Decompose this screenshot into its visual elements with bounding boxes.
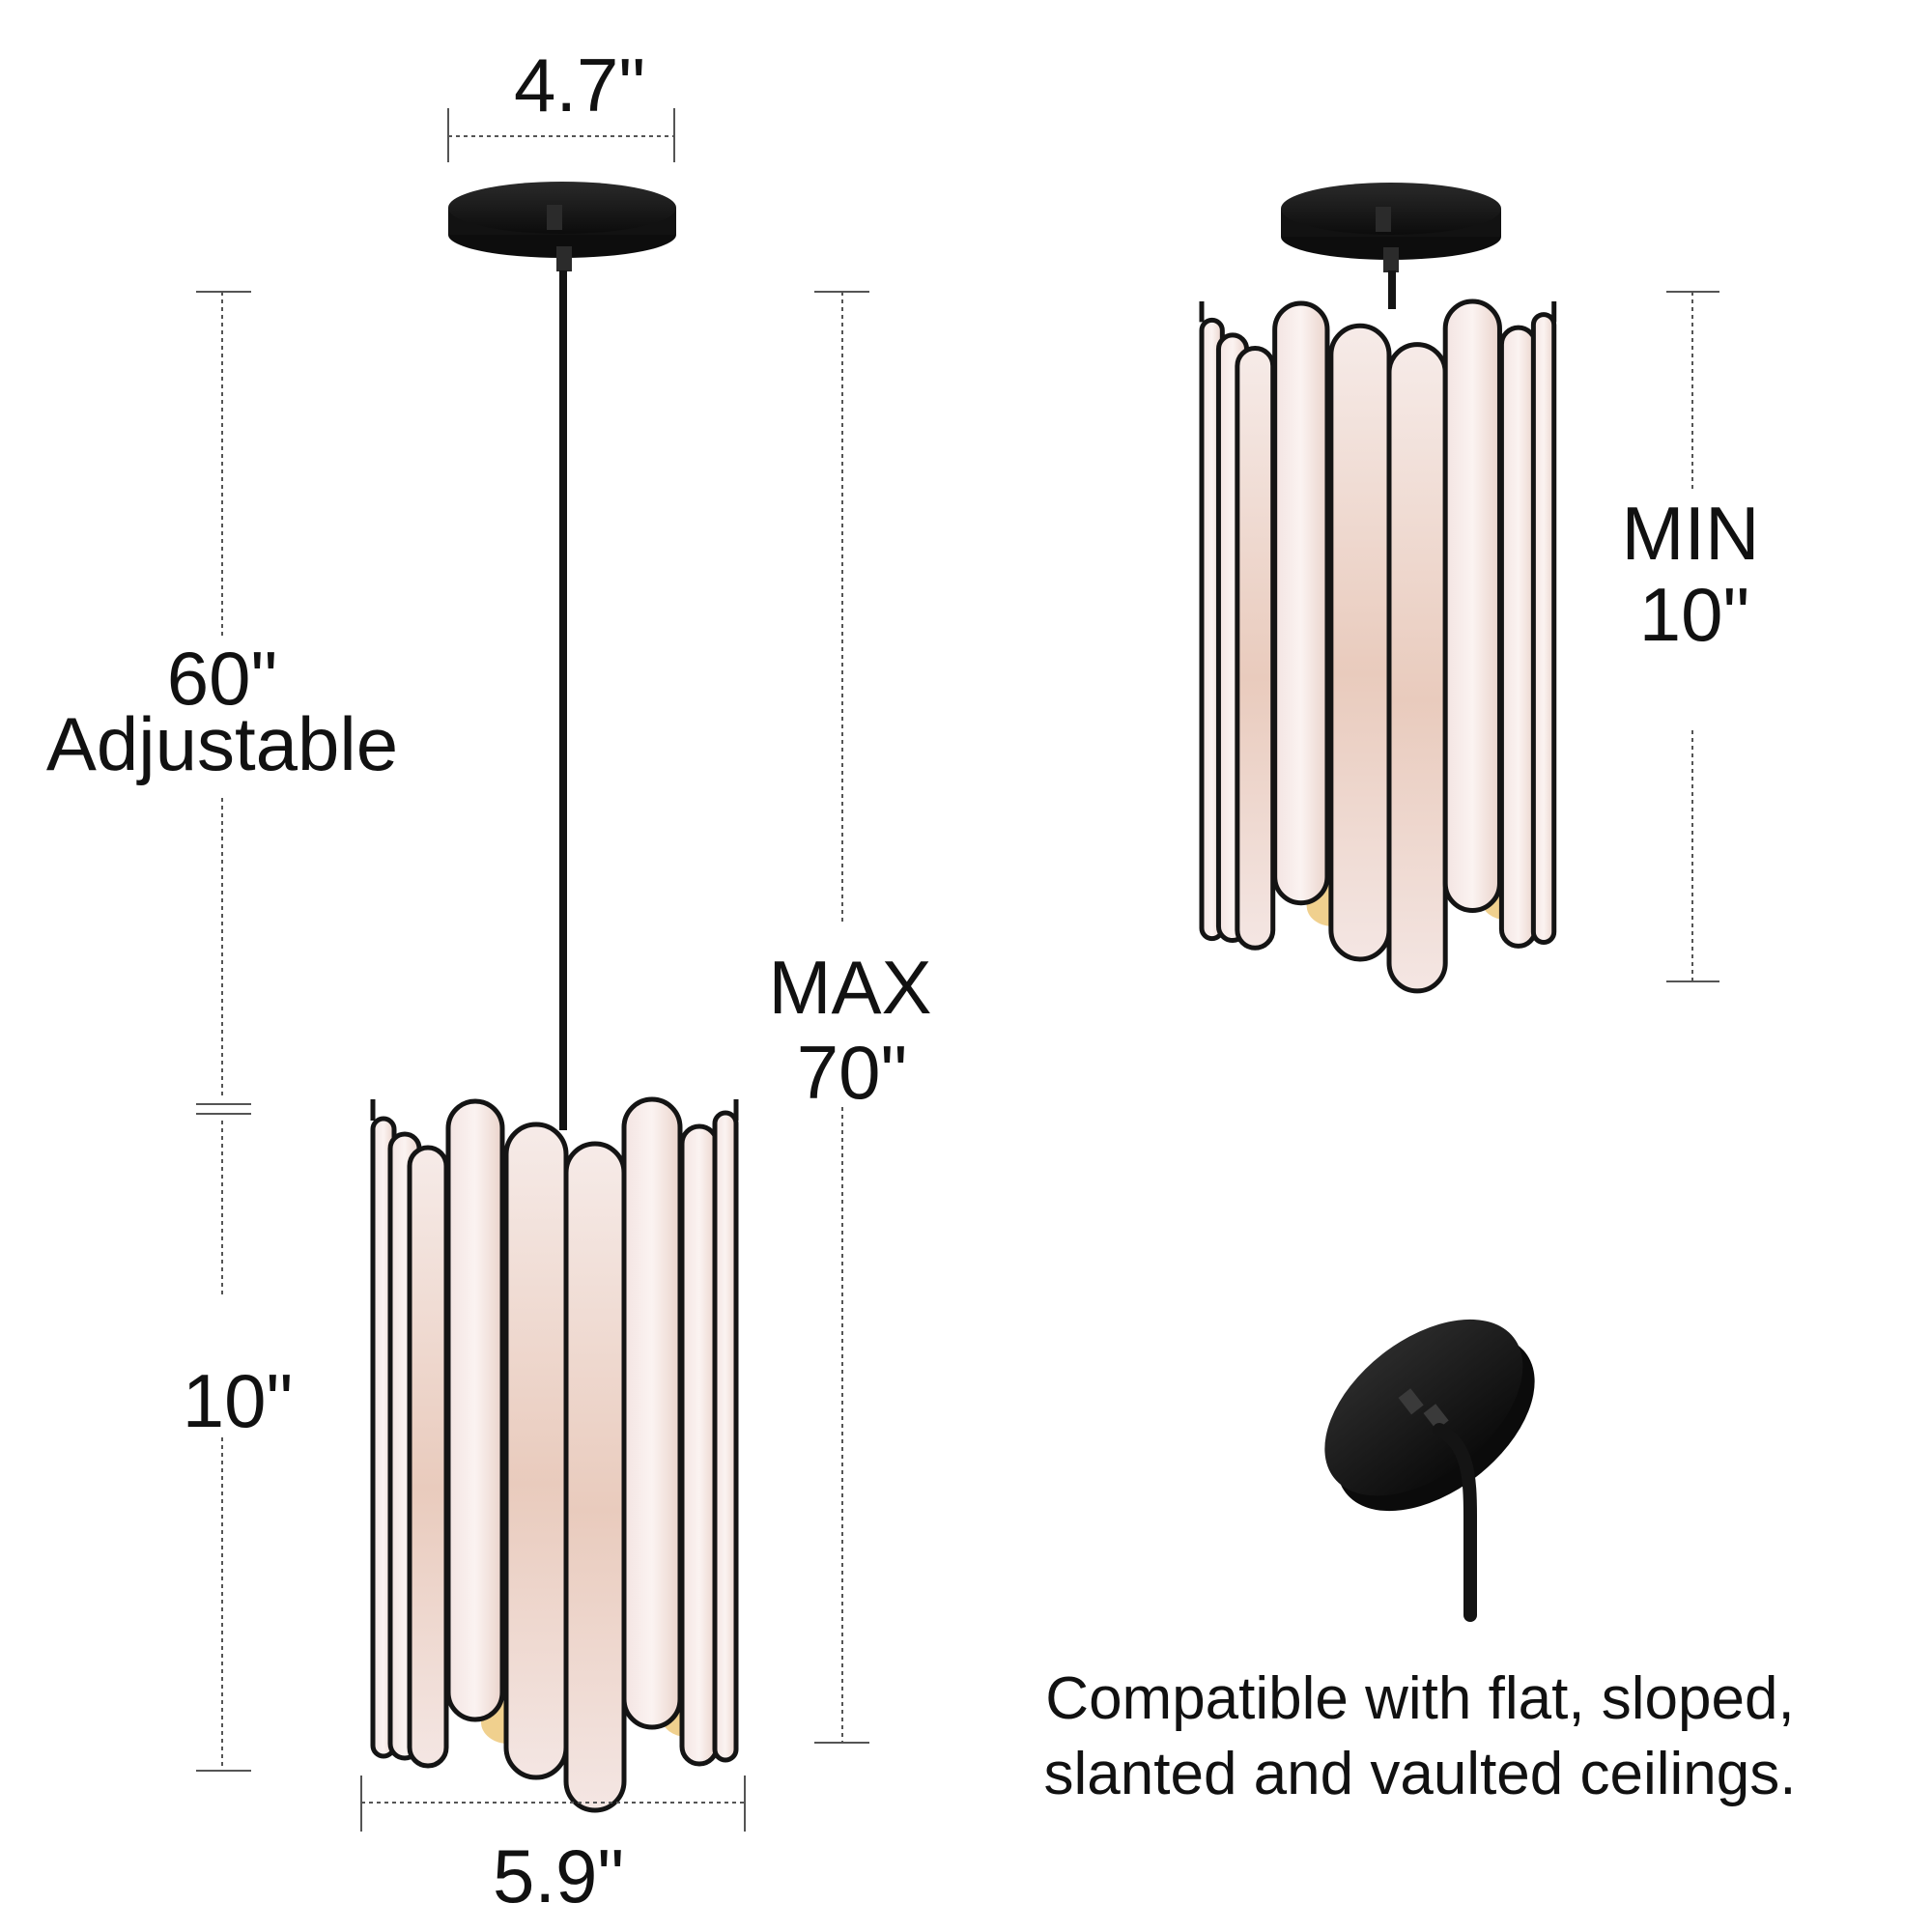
min-label: MIN — [1621, 491, 1760, 576]
glass-stick — [1498, 325, 1538, 949]
glass-stick — [621, 1096, 683, 1730]
cord-adjustable-label: Adjustable — [45, 701, 399, 786]
glass-stick — [1442, 298, 1502, 913]
compatibility-caption-line1: Compatible with flat, sloped, — [1045, 1665, 1795, 1732]
shade-frame — [1199, 301, 1557, 323]
glass-stick — [563, 1141, 627, 1813]
cord-length-label: 60" — [166, 636, 278, 721]
pendant-left — [370, 182, 739, 1813]
glass-stick — [1530, 312, 1557, 945]
shade-width-label: 5.9" — [492, 1833, 625, 1918]
glass-stick — [1272, 300, 1330, 906]
glass-stick — [445, 1098, 505, 1722]
cord-right — [1388, 270, 1396, 309]
glass-stick — [1235, 346, 1276, 951]
glass-stick — [1328, 323, 1392, 962]
shade-right — [1199, 298, 1557, 994]
pendant-right — [1199, 183, 1557, 994]
glass-stick — [679, 1123, 720, 1767]
glass-stick — [407, 1145, 449, 1769]
canopy-right — [1281, 183, 1501, 272]
max-value-label: 70" — [796, 1030, 908, 1115]
glass-stick — [1386, 342, 1448, 994]
canopy-left — [448, 182, 676, 271]
max-label: MAX — [768, 945, 932, 1030]
dimension-lines — [196, 108, 1719, 1832]
shade-height-label: 10" — [182, 1358, 294, 1443]
glass-stick — [503, 1122, 569, 1780]
canopy-width-label: 4.7" — [513, 43, 646, 128]
sloped-canopy-detail — [1324, 1319, 1535, 1622]
shade-frame — [370, 1099, 739, 1121]
compatibility-caption-line2: slanted and vaulted ceilings. — [1043, 1741, 1797, 1807]
cord-left — [559, 270, 567, 1130]
min-value-label: 10" — [1638, 572, 1750, 657]
glass-stick — [712, 1110, 739, 1763]
shade-left — [370, 1096, 739, 1813]
